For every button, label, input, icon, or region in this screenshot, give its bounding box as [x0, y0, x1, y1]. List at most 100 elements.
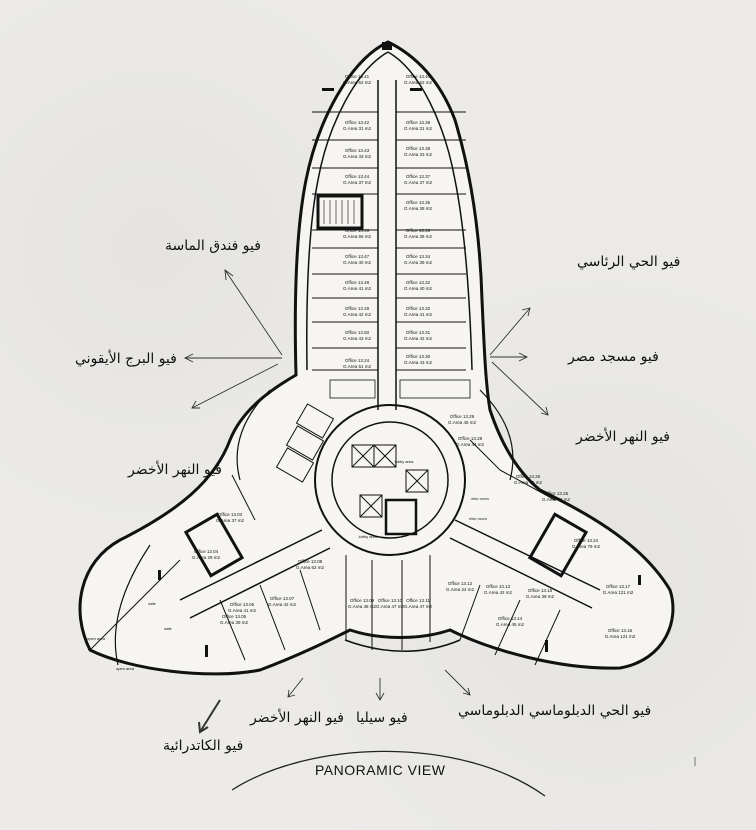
view-label-diplomatic: فيو الحي الدبلوماسي الدبلوماسي	[458, 703, 652, 719]
office-name: Office 13.15	[528, 588, 553, 593]
office-name: Office 13.06	[230, 602, 255, 607]
room-label: safe	[164, 626, 172, 631]
right-corridor-b	[449, 537, 593, 609]
office-area: G.Area 31 m2	[343, 126, 372, 131]
office-area: G.Area 61 m2	[343, 364, 372, 369]
office-name: Office 13.32	[406, 306, 431, 311]
office-area: G.Area 79 m2	[572, 544, 601, 549]
left-wing-diag	[89, 559, 181, 651]
office-area: G.Area 48 m2	[348, 604, 377, 609]
office-name: Office 13.30	[406, 354, 431, 359]
inner-wall-right	[387, 51, 473, 371]
office-area: G.Area 33 m2	[343, 154, 372, 159]
office-name: Office 13.50	[345, 330, 370, 335]
office-label: Office 13.17G.Area 121 m2	[603, 584, 634, 595]
office-label: Office 13.10G.Area 47 m2	[376, 598, 405, 609]
office-name: Office 13.43	[345, 148, 370, 153]
office-area: G.Area 43 m2	[343, 336, 372, 341]
office-label: Office 13.12G.Area 22 m2	[446, 581, 475, 592]
office-area: G.Area 121 m2	[605, 634, 636, 639]
office-area: G.Area 38 m2	[404, 234, 433, 239]
office-label: Office 13.13G.Area 42 m2	[484, 584, 513, 595]
office-area: G.Area 66 m2	[343, 234, 372, 239]
office-label: Office 13.24G.Area 79 m2	[572, 538, 601, 549]
office-label: Office 13.47G.Area 40 m2	[343, 254, 372, 265]
office-name: Office 13.40	[406, 74, 431, 79]
office-label: Office 13.29G.Area 45 m2	[448, 414, 477, 425]
office-label: Office 13.49G.Area 42 m2	[343, 306, 372, 317]
office-name: Office 13.03	[218, 512, 243, 517]
office-area: G.Area 75 m2	[514, 480, 543, 485]
left-partition-4	[231, 474, 256, 521]
office-label: Office 13.14G.Area 45 m2	[496, 616, 525, 627]
view-label-green-river-bottom: فيو النهر الأخضر	[250, 710, 345, 726]
office-area: G.Area 42 m2	[484, 590, 513, 595]
office-area: G.Area 40 m2	[404, 286, 433, 291]
office-name: Office 13.48	[345, 280, 370, 285]
office-area: G.Area 47 m2	[376, 604, 405, 609]
office-name: Office 13.38	[406, 146, 431, 151]
right-wing-arc	[479, 389, 514, 481]
office-label: Office 13.07G.Area 42 m2	[268, 596, 297, 607]
office-name: Office 13.35	[406, 200, 431, 205]
panoramic-arc	[231, 750, 546, 797]
office-name: Office 13.16	[608, 628, 633, 633]
office-area: G.Area 37 m2	[343, 180, 372, 185]
room-label: elec room	[471, 496, 489, 501]
left-wing-arc	[236, 389, 271, 481]
office-name: Office 13.34	[406, 254, 431, 259]
room-label: lobby area	[359, 534, 378, 539]
office-label: Office 13.28G.Area 44 m2	[456, 436, 485, 447]
office-area: G.Area 22 m2	[446, 587, 475, 592]
office-name: Office 13.09	[350, 598, 375, 603]
office-label: Office 13.41G.Area 62 m2	[343, 74, 372, 85]
office-area: G.Area 41 m2	[404, 312, 433, 317]
view-label-silia: فيو سيليا	[356, 710, 408, 726]
office-area: G.Area 40 m2	[343, 260, 372, 265]
core-stair	[384, 498, 418, 536]
office-area: G.Area 42 m2	[404, 336, 433, 341]
office-area: G.Area 45 m2	[496, 622, 525, 627]
right-partition-2	[469, 439, 501, 471]
office-label: Office 13.40G.Area 62 m2	[404, 74, 433, 85]
office-partitions	[312, 111, 466, 371]
office-name: Office 13.25	[544, 491, 569, 496]
central-core-outer	[314, 404, 466, 556]
view-label-presidential: فيو الحي الرئاسي	[577, 254, 681, 270]
left-corridor-a	[179, 529, 323, 601]
office-label: Office 13.43G.Area 33 m2	[343, 148, 372, 159]
left-wing-inner-curve	[114, 544, 151, 666]
room-label: safe	[148, 601, 156, 606]
office-name: Office 13.33	[406, 228, 431, 233]
office-label: Office 13.30G.Area 43 m2	[404, 354, 433, 365]
view-arrows	[183, 269, 549, 734]
office-label: Office 13.44G.Area 37 m2	[343, 174, 372, 185]
office-area: G.Area 29 m2	[192, 555, 221, 560]
office-name: Office 13.13	[486, 584, 511, 589]
office-name: Office 13.24	[574, 538, 599, 543]
office-name: Office 13.42	[345, 120, 370, 125]
stair-core-right	[527, 512, 589, 578]
elevator-bank-left	[275, 403, 335, 483]
office-name: Office 13.04	[194, 549, 219, 554]
office-name: Office 13.37	[406, 174, 431, 179]
view-label-egypt-mosque: فيو مسجد مصر	[568, 349, 659, 365]
office-name: Office 13.49	[345, 306, 370, 311]
right-partition-4	[494, 599, 521, 656]
left-partition-3	[299, 569, 321, 631]
office-label: Office 13.09G.Area 48 m2	[348, 598, 377, 609]
office-name: Office 13.10	[378, 598, 403, 603]
office-area: G.Area 37 m2	[404, 180, 433, 185]
office-name: Office 13.26	[516, 474, 541, 479]
office-name: Office 13.44	[345, 174, 370, 179]
office-area: G.Area 43 m2	[404, 360, 433, 365]
office-label: Office 13.37G.Area 37 m2	[404, 174, 433, 185]
inner-wall	[306, 51, 389, 371]
office-label: Office 13.26G.Area 75 m2	[514, 474, 543, 485]
office-label: Office 13.34G.Area 39 m2	[404, 254, 433, 265]
central-core-inner	[331, 421, 449, 539]
panoramic-view-label: PANORAMIC VIEW	[315, 762, 446, 778]
stair-core-left	[183, 512, 245, 578]
